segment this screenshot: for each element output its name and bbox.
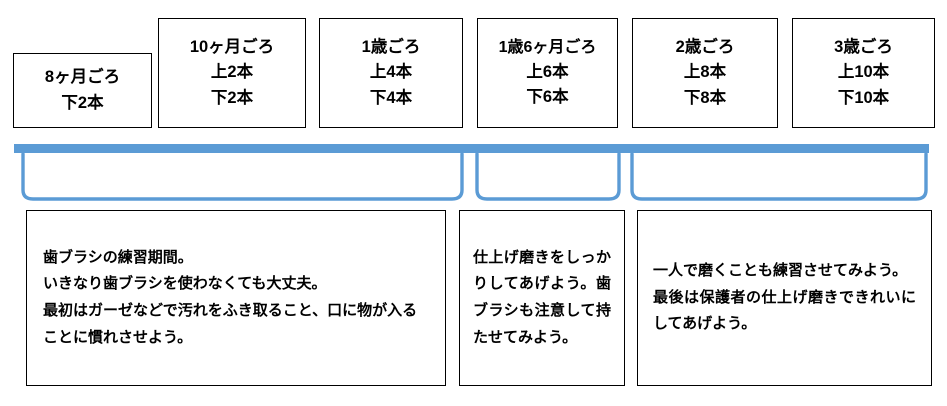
advice-box-finishing-brushing: 仕上げ磨きをしっかりしてあげよう。歯ブラシも注意して持たせてみよう。 <box>459 210 625 386</box>
stage-upper-teeth-label: 上6本 <box>526 63 569 82</box>
timeline-bar <box>14 144 929 153</box>
stage-age-label: 1歳ごろ <box>361 38 421 57</box>
stage-age-label: 1歳6ヶ月ごろ <box>498 38 597 56</box>
stage-upper-teeth-label: 上4本 <box>369 63 413 82</box>
stage-upper-teeth-label: 上8本 <box>683 63 727 82</box>
stage-age-label: 10ヶ月ごろ <box>189 38 275 57</box>
stage-lower-teeth-label: 下2本 <box>210 88 254 107</box>
stage-box-2-years: 2歳ごろ 上8本 下8本 <box>632 18 778 128</box>
stage-age-label: 2歳ごろ <box>675 38 735 57</box>
stage-age-label: 3歳ごろ <box>834 38 893 57</box>
stage-box-8-months: 8ヶ月ごろ 下2本 <box>13 53 152 128</box>
stage-lower-teeth-label: 下10本 <box>837 88 890 107</box>
advice-text: 仕上げ磨きをしっかりしてあげよう。歯ブラシも注意して持たせてみよう。 <box>473 248 611 346</box>
group-bracket-2 <box>474 152 622 202</box>
advice-box-solo-brushing: 一人で磨くことも練習させてみよう。 最後は保護者の仕上げ磨きできれいにしてあげよ… <box>637 210 932 386</box>
stage-box-1-year-6-months: 1歳6ヶ月ごろ 上6本 下6本 <box>477 18 618 128</box>
stage-upper-teeth-label: 上2本 <box>210 63 254 82</box>
stage-box-1-year: 1歳ごろ 上4本 下4本 <box>319 18 463 128</box>
group-bracket-1 <box>20 152 465 202</box>
stage-lower-teeth-label: 下6本 <box>526 88 569 107</box>
stage-age-label: 8ヶ月ごろ <box>44 68 121 87</box>
stage-box-3-years: 3歳ごろ 上10本 下10本 <box>792 18 935 128</box>
advice-text: 一人で磨くことも練習させてみよう。 最後は保護者の仕上げ磨きできれいにしてあげよ… <box>653 261 916 333</box>
stage-lower-teeth-label: 下2本 <box>61 93 104 112</box>
stage-lower-teeth-label: 下4本 <box>369 88 413 107</box>
advice-text: 歯ブラシの練習期間。 いきなり歯ブラシを使わなくても大丈夫。 最初はガーゼなどで… <box>43 248 418 346</box>
group-bracket-3 <box>629 152 929 202</box>
advice-box-practice-period: 歯ブラシの練習期間。 いきなり歯ブラシを使わなくても大丈夫。 最初はガーゼなどで… <box>26 210 446 386</box>
stage-box-10-months: 10ヶ月ごろ 上2本 下2本 <box>158 18 306 128</box>
stage-lower-teeth-label: 下8本 <box>683 88 727 107</box>
stage-upper-teeth-label: 上10本 <box>837 63 890 82</box>
